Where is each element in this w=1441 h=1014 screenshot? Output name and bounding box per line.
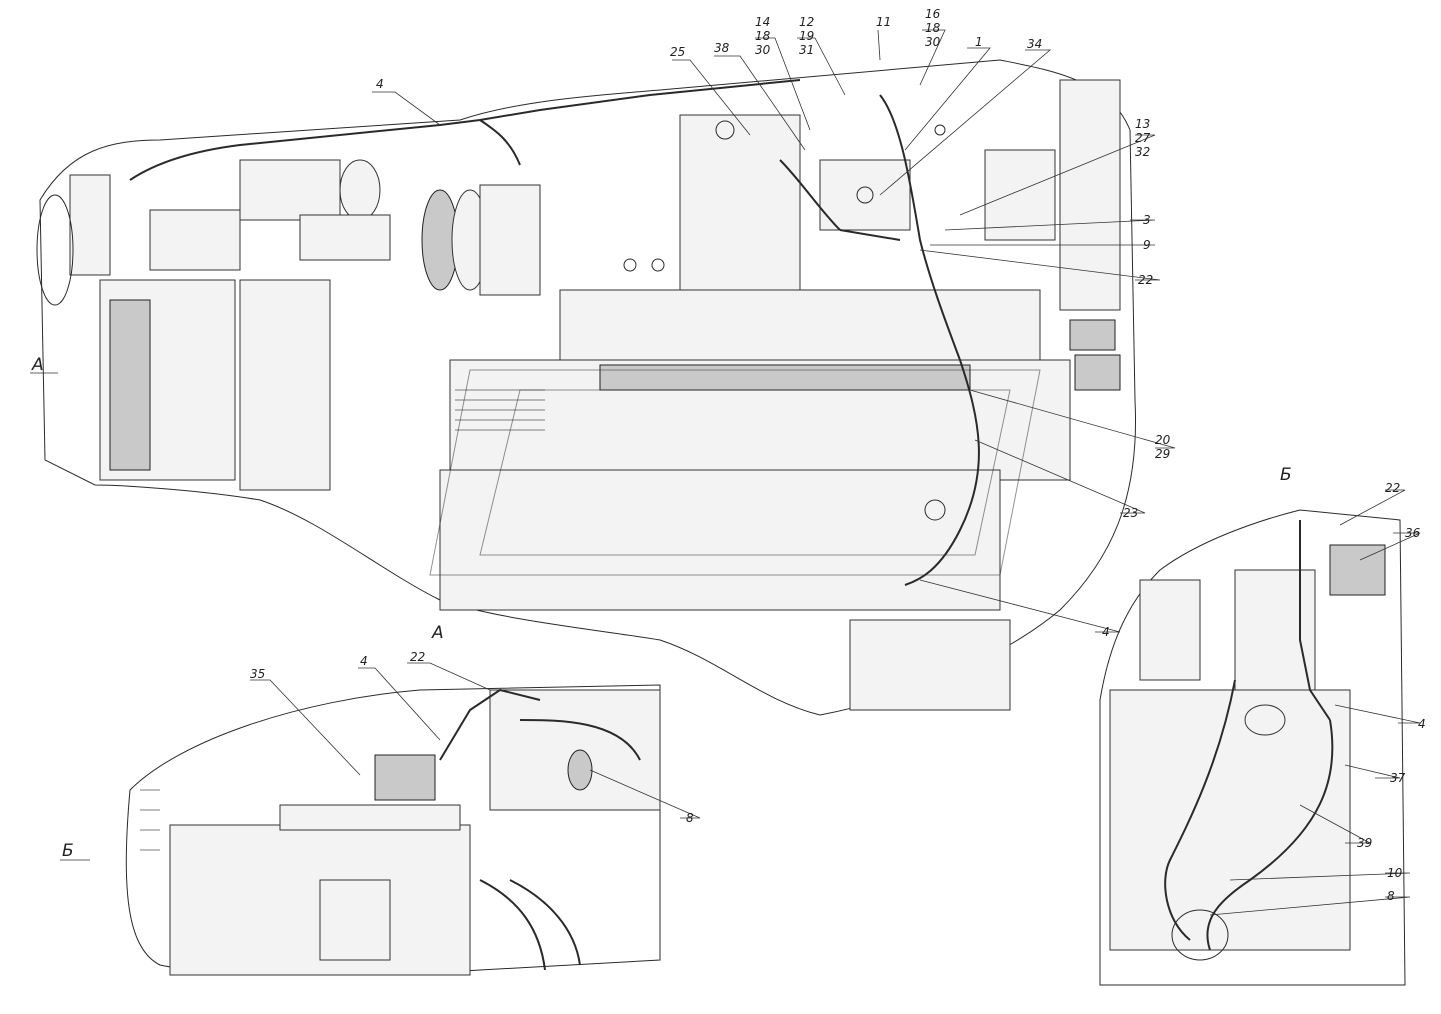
watermark-logo <box>429 369 1041 576</box>
view-label-a-main: А <box>31 355 44 375</box>
svg-text:30: 30 <box>925 35 941 49</box>
callout-4-main-bottom: 4 <box>1102 625 1110 639</box>
svg-text:16: 16 <box>925 7 941 21</box>
svg-text:12: 12 <box>799 15 814 29</box>
view-label-b-inset: Б <box>1280 465 1292 485</box>
svg-text:18: 18 <box>925 21 941 35</box>
callout-4-inset-b: 4 <box>1418 717 1426 731</box>
callout-36: 36 <box>1405 526 1421 540</box>
callout-22-inset-b: 22 <box>1385 481 1400 495</box>
callout-25: 25 <box>670 45 685 59</box>
callout-20-29: 20 29 <box>1155 433 1171 461</box>
view-label-a-inset: А <box>431 623 444 643</box>
svg-text:19: 19 <box>799 29 814 43</box>
callout-12-19-31: 12 19 31 <box>799 15 814 57</box>
svg-text:13: 13 <box>1135 117 1150 131</box>
view-label-b-side: Б <box>62 841 74 861</box>
callout-22-main: 22 <box>1138 273 1153 287</box>
callout-4-top: 4 <box>376 77 384 91</box>
svg-text:32: 32 <box>1135 145 1150 159</box>
callout-9: 9 <box>1143 238 1151 252</box>
svg-text:30: 30 <box>755 43 771 57</box>
callout-22-inset-a: 22 <box>410 650 425 664</box>
svg-text:29: 29 <box>1155 447 1170 461</box>
svg-text:27: 27 <box>1135 131 1151 145</box>
intake-assembly <box>149 159 541 296</box>
callout-4-inset-a: 4 <box>360 654 368 668</box>
svg-text:14: 14 <box>755 15 770 29</box>
callout-38: 38 <box>714 41 730 55</box>
callout-35: 35 <box>250 667 265 681</box>
radiator-block <box>36 174 331 491</box>
wiring-harness-main <box>129 79 980 586</box>
svg-text:31: 31 <box>799 43 814 57</box>
callout-39: 39 <box>1357 836 1372 850</box>
callout-1: 1 <box>975 35 983 49</box>
callout-10: 10 <box>1387 866 1403 880</box>
callout-13-27-32: 13 27 32 <box>1135 117 1151 159</box>
inset-b-boundary <box>1099 509 1406 986</box>
svg-text:20: 20 <box>1155 433 1171 447</box>
svg-text:18: 18 <box>755 29 771 43</box>
leader-lines <box>30 29 1421 916</box>
callout-14-18-30: 14 18 30 <box>755 15 771 57</box>
callout-16-18-30: 16 18 30 <box>925 7 941 49</box>
callout-11: 11 <box>876 15 891 29</box>
callout-8-inset-b: 8 <box>1387 889 1395 903</box>
callout-23: 23 <box>1123 506 1138 520</box>
inset-b-parts <box>1109 520 1386 961</box>
callout-37: 37 <box>1390 771 1406 785</box>
engine-block <box>439 79 1121 711</box>
callout-3: 3 <box>1143 213 1151 227</box>
callout-8-inset-a: 8 <box>686 811 694 825</box>
callout-34: 34 <box>1027 37 1042 51</box>
inset-a-parts <box>140 688 661 976</box>
